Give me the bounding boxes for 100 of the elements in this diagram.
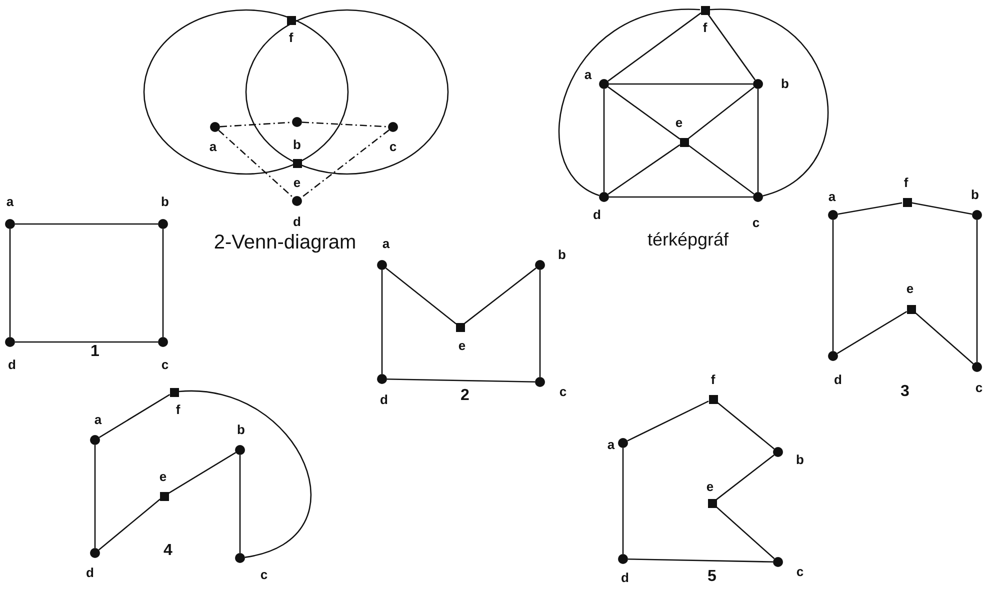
curved-edge bbox=[178, 390, 311, 558]
vertex-dot bbox=[972, 210, 982, 220]
vertex-letter: b bbox=[161, 195, 169, 209]
edge-line bbox=[707, 14, 756, 80]
vertex-dot bbox=[5, 219, 15, 229]
curved-edge bbox=[710, 8, 829, 196]
figure-number: 2 bbox=[460, 387, 470, 405]
vertex-dot bbox=[535, 260, 545, 270]
vertex-letter: c bbox=[260, 568, 268, 582]
vertex-square bbox=[700, 6, 710, 14]
vertex-dot bbox=[292, 196, 302, 206]
dash-dot-edge bbox=[220, 122, 292, 128]
vertex-dot bbox=[377, 374, 387, 384]
vertex-dot bbox=[618, 554, 628, 564]
edge-line bbox=[9, 229, 11, 337]
vertex-letter: a bbox=[94, 413, 102, 427]
dash-dot-edge bbox=[218, 130, 294, 198]
vertex-letter: f bbox=[904, 176, 908, 190]
curved-edge bbox=[558, 9, 700, 196]
vertex-dot bbox=[599, 192, 609, 202]
edge-line bbox=[757, 89, 759, 192]
vertex-dot bbox=[972, 362, 982, 372]
vertex-letter: b bbox=[558, 248, 566, 262]
edge-line bbox=[603, 89, 605, 192]
edge-line bbox=[15, 341, 158, 343]
edge-line bbox=[98, 498, 161, 550]
vertex-square bbox=[170, 388, 178, 396]
vertex-dot bbox=[828, 351, 838, 361]
vertex-letter: b bbox=[781, 77, 789, 91]
figure-number: 4 bbox=[164, 542, 172, 560]
vertex-letter: e bbox=[675, 116, 683, 130]
vertex-letter: a bbox=[607, 438, 615, 452]
figure-number: 3 bbox=[900, 383, 910, 401]
edge-line bbox=[627, 400, 709, 442]
vertex-dot bbox=[210, 122, 220, 132]
vertex-dot bbox=[828, 210, 838, 220]
vertex-dot bbox=[753, 79, 763, 89]
vertex-letter: c bbox=[975, 381, 983, 395]
vertex-dot bbox=[773, 557, 783, 567]
edge-line bbox=[716, 402, 775, 450]
vertex-letter: d bbox=[834, 373, 842, 387]
vertex-letter: d bbox=[86, 566, 94, 580]
diagram-caption: 2-Venn-diagram bbox=[214, 232, 356, 254]
edge-line bbox=[912, 202, 972, 215]
dash-dot-edge bbox=[302, 122, 388, 128]
edge-line bbox=[976, 220, 978, 362]
vertex-letter: a bbox=[6, 195, 14, 209]
vertex-square bbox=[160, 492, 168, 500]
vertex-dot bbox=[773, 447, 783, 457]
vertex-letter: b bbox=[237, 423, 245, 437]
edge-line bbox=[539, 270, 541, 377]
vertex-square bbox=[286, 16, 296, 24]
vertex-dot bbox=[5, 337, 15, 347]
vertex-letter: c bbox=[161, 358, 169, 372]
vertex-letter: e bbox=[706, 480, 714, 494]
edge-line bbox=[838, 202, 902, 215]
edge-line bbox=[381, 270, 383, 374]
vertex-letter: f bbox=[288, 31, 294, 45]
vertex-dot bbox=[535, 377, 545, 387]
edge-line bbox=[15, 223, 158, 225]
edge-line bbox=[608, 86, 680, 140]
vertex-letter: b bbox=[796, 453, 804, 467]
vertex-dot bbox=[377, 260, 387, 270]
vertex-letter: e bbox=[458, 339, 466, 353]
vertex-letter: e bbox=[159, 470, 167, 484]
vertex-dot bbox=[90, 435, 100, 445]
edge-line bbox=[628, 558, 774, 563]
dash-dot-edge bbox=[300, 130, 390, 198]
vertex-dot bbox=[388, 122, 398, 132]
edge-line bbox=[98, 394, 170, 438]
vertex-square bbox=[292, 158, 302, 168]
edge-line bbox=[716, 454, 774, 500]
vertex-letter: b bbox=[971, 188, 979, 202]
vertex-letter: c bbox=[389, 140, 397, 154]
edge-line bbox=[688, 86, 754, 140]
diagram-caption: térképgráf bbox=[647, 230, 729, 250]
vertex-letter: f bbox=[702, 21, 708, 35]
edge-line bbox=[609, 83, 753, 85]
vertex-letter: c bbox=[559, 385, 567, 399]
vertex-dot bbox=[158, 219, 168, 229]
edge-line bbox=[386, 268, 456, 324]
vertex-dot bbox=[235, 445, 245, 455]
vertex-square bbox=[456, 322, 464, 332]
figure-number: 5 bbox=[708, 568, 716, 586]
vertex-letter: f bbox=[176, 403, 180, 417]
vertex-dot bbox=[158, 337, 168, 347]
vertex-letter: f bbox=[710, 373, 716, 387]
vertex-dot bbox=[292, 117, 302, 127]
edge-line bbox=[162, 229, 164, 337]
vertex-dot bbox=[753, 192, 763, 202]
vertex-letter: e bbox=[906, 282, 914, 296]
vertex-dot bbox=[599, 79, 609, 89]
vertex-letter: a bbox=[209, 140, 217, 154]
edge-line bbox=[94, 445, 96, 548]
edge-line bbox=[168, 452, 236, 494]
vertex-letter: d bbox=[621, 571, 629, 585]
edge-line bbox=[688, 144, 754, 195]
vertex-letter: a bbox=[828, 190, 836, 204]
vertex-square bbox=[902, 198, 912, 206]
figure-number: 1 bbox=[90, 343, 100, 361]
